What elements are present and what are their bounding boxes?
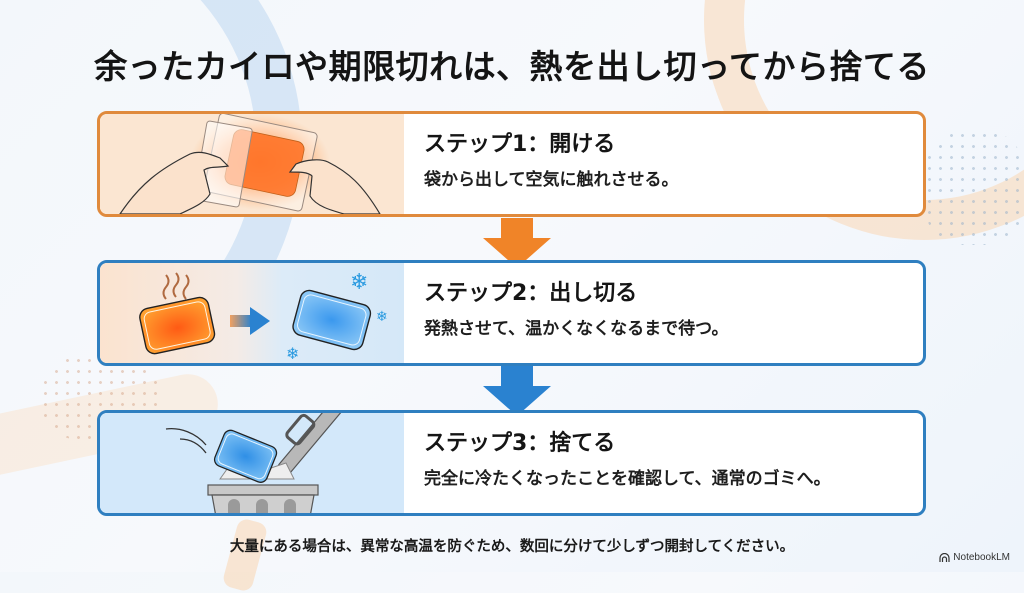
- down-arrow-orange-icon: [483, 218, 551, 268]
- step-1-title: ステップ1：開ける: [424, 132, 616, 157]
- svg-text:❄: ❄: [286, 344, 299, 363]
- step-3-description: 完全に冷たくなったことを確認して、通常のゴミへ。: [424, 469, 831, 489]
- svg-text:❄: ❄: [350, 270, 368, 295]
- footer-note: 大量にある場合は、異常な高温を防ぐため、数回に分けて少しずつ開封してください。: [229, 539, 795, 555]
- pack-into-trash-can-icon: [165, 413, 345, 513]
- step-card-3: ステップ3：捨てる 完全に冷たくなったことを確認して、通常のゴミへ。: [97, 410, 926, 516]
- brand-label: NotebookLM: [953, 552, 1010, 563]
- step-1-description: 袋から出して空気に触れさせる。: [424, 170, 679, 190]
- step-2-description: 発熱させて、温かくなくなるまで待つ。: [424, 319, 729, 339]
- down-arrow-blue-icon: [483, 366, 551, 416]
- step-1-text: ステップ1：開ける 袋から出して空気に触れさせる。: [424, 130, 903, 194]
- step-card-2: ❄ ❄ ❄ ステップ2：出し切る 発熱させて、温かくなくなるまで待つ。: [97, 260, 926, 366]
- step-3-text: ステップ3：捨てる 完全に冷たくなったことを確認して、通常のゴミへ。: [424, 429, 903, 493]
- step-3-title: ステップ3：捨てる: [424, 431, 616, 456]
- step-2-text: ステップ2：出し切る 発熱させて、温かくなくなるまで待つ。: [424, 279, 903, 343]
- brand-watermark: NotebookLM: [939, 552, 1010, 563]
- page-title: 余ったカイロや期限切れは、熱を出し切ってから捨てる: [94, 47, 930, 86]
- step-3-illustration: [100, 413, 404, 513]
- hands-opening-heat-pack-icon: [119, 114, 381, 214]
- svg-text:❄: ❄: [376, 309, 388, 325]
- dot-pattern-right: [924, 130, 1024, 245]
- step-1-illustration: [100, 114, 404, 214]
- step-card-1: ステップ1：開ける 袋から出して空気に触れさせる。: [97, 111, 926, 217]
- step-2-illustration: ❄ ❄ ❄: [100, 263, 404, 363]
- notebooklm-logo-icon: [939, 553, 950, 562]
- hot-pack-to-cold-pack-icon: ❄ ❄ ❄: [139, 270, 388, 363]
- step-2-title: ステップ2：出し切る: [424, 281, 638, 306]
